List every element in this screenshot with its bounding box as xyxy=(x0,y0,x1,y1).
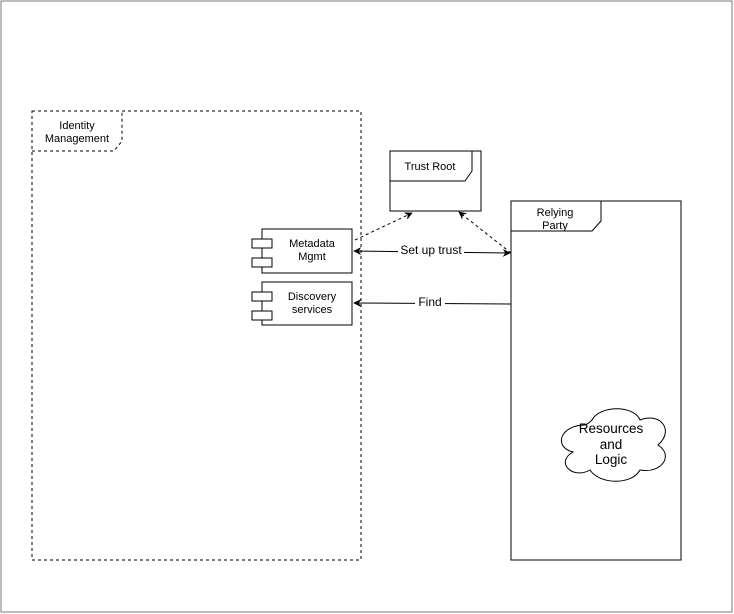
discovery-services-component[interactable] xyxy=(251,281,353,326)
identity-management-label: Identity Management xyxy=(44,120,110,145)
relying-party-frame[interactable] xyxy=(510,200,682,561)
identity-management-frame[interactable] xyxy=(31,110,362,561)
relying-party-label: Relying Party xyxy=(536,207,574,232)
trust-root-frame[interactable] xyxy=(389,150,482,212)
trust-link-left-arrow xyxy=(354,212,413,241)
trust-root-label: Trust Root xyxy=(404,161,456,173)
discovery-services-label: Discovery services xyxy=(287,291,337,316)
trust-link-right-arrow xyxy=(458,211,512,254)
set-up-trust-label: Set up trust xyxy=(398,243,464,258)
metadata-mgmt-label: Metadata Mgmt xyxy=(289,238,335,263)
metadata-mgmt-component[interactable] xyxy=(251,228,353,274)
resources-logic-label: Resources and Logic xyxy=(578,421,644,468)
resources-logic-cloud[interactable] xyxy=(561,408,666,482)
find-label: Find xyxy=(415,295,445,310)
